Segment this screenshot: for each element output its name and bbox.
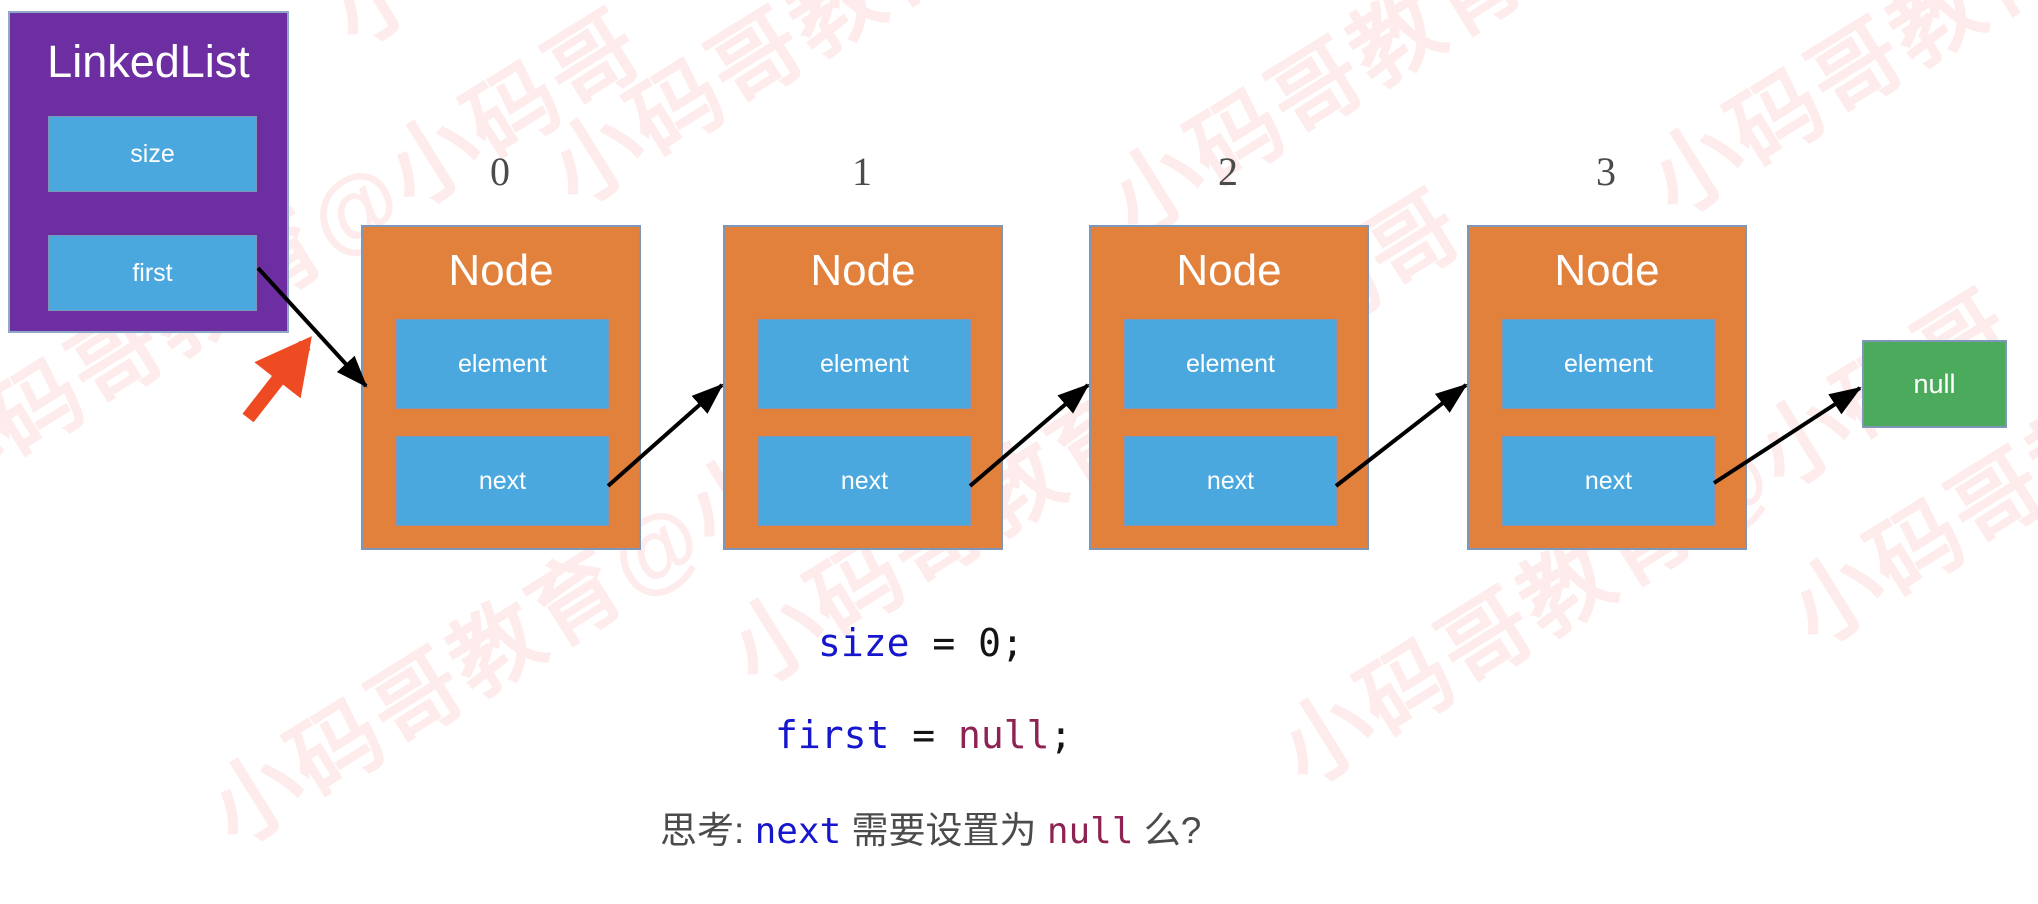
node-title: Node: [448, 246, 554, 295]
linkedlist-title: LinkedList: [47, 36, 250, 87]
node-field-next: next: [1502, 436, 1715, 526]
code-line-size: size = 0;: [818, 620, 1024, 666]
code-token-op: =: [909, 621, 979, 665]
node-title: Node: [1176, 246, 1282, 295]
node-title: Node: [810, 246, 916, 295]
null-terminator-box: null: [1862, 340, 2007, 428]
node-box-0: Node element next: [361, 225, 641, 550]
watermark-text: 小码哥教育@小码哥: [520, 0, 1304, 230]
node-field-element: element: [396, 319, 609, 409]
code-token-semicolon: ;: [1001, 621, 1024, 665]
node-index-0: 0: [490, 149, 510, 194]
linkedlist-field-size: size: [48, 116, 257, 192]
node-box-3: Node element next: [1467, 225, 1747, 550]
code-line-first: first = null;: [775, 712, 1072, 758]
question-suffix: 么?: [1133, 810, 1202, 851]
question-nullword: null: [1046, 811, 1134, 852]
question-keyword: next: [754, 811, 842, 852]
watermark-text: 小码哥教育@小码哥: [1080, 0, 1864, 260]
node-title: Node: [1554, 246, 1660, 295]
question-prefix: 思考:: [660, 810, 755, 851]
linkedlist-box: LinkedList size first: [8, 11, 289, 333]
node-box-2: Node element next: [1089, 225, 1369, 550]
node-index-1: 1: [852, 149, 872, 194]
code-token-value: null: [958, 713, 1050, 757]
watermark-text: 小码哥教育@小码哥: [300, 0, 1084, 70]
code-token-semicolon: ;: [1049, 713, 1073, 757]
node-field-element: element: [758, 319, 971, 409]
code-token-value: 0: [978, 621, 1002, 665]
highlight-arrow-first: [242, 336, 312, 423]
code-token-var: size: [818, 621, 910, 665]
node-field-element: element: [1124, 319, 1337, 409]
node-field-next: next: [396, 436, 609, 526]
question-middle: 需要设置为: [841, 810, 1047, 851]
node-field-next: next: [758, 436, 971, 526]
node-box-1: Node element next: [723, 225, 1003, 550]
question-line: 思考: next 需要设置为 null 么?: [660, 808, 1201, 855]
linkedlist-field-first: first: [48, 235, 257, 311]
code-token-var: first: [775, 713, 890, 757]
code-token-op: =: [889, 713, 959, 757]
node-index-2: 2: [1218, 149, 1238, 194]
node-index-3: 3: [1596, 149, 1616, 194]
node-field-next: next: [1124, 436, 1337, 526]
watermark-text: 小码哥教育@小码哥: [1620, 0, 2038, 240]
node-field-element: element: [1502, 319, 1715, 409]
